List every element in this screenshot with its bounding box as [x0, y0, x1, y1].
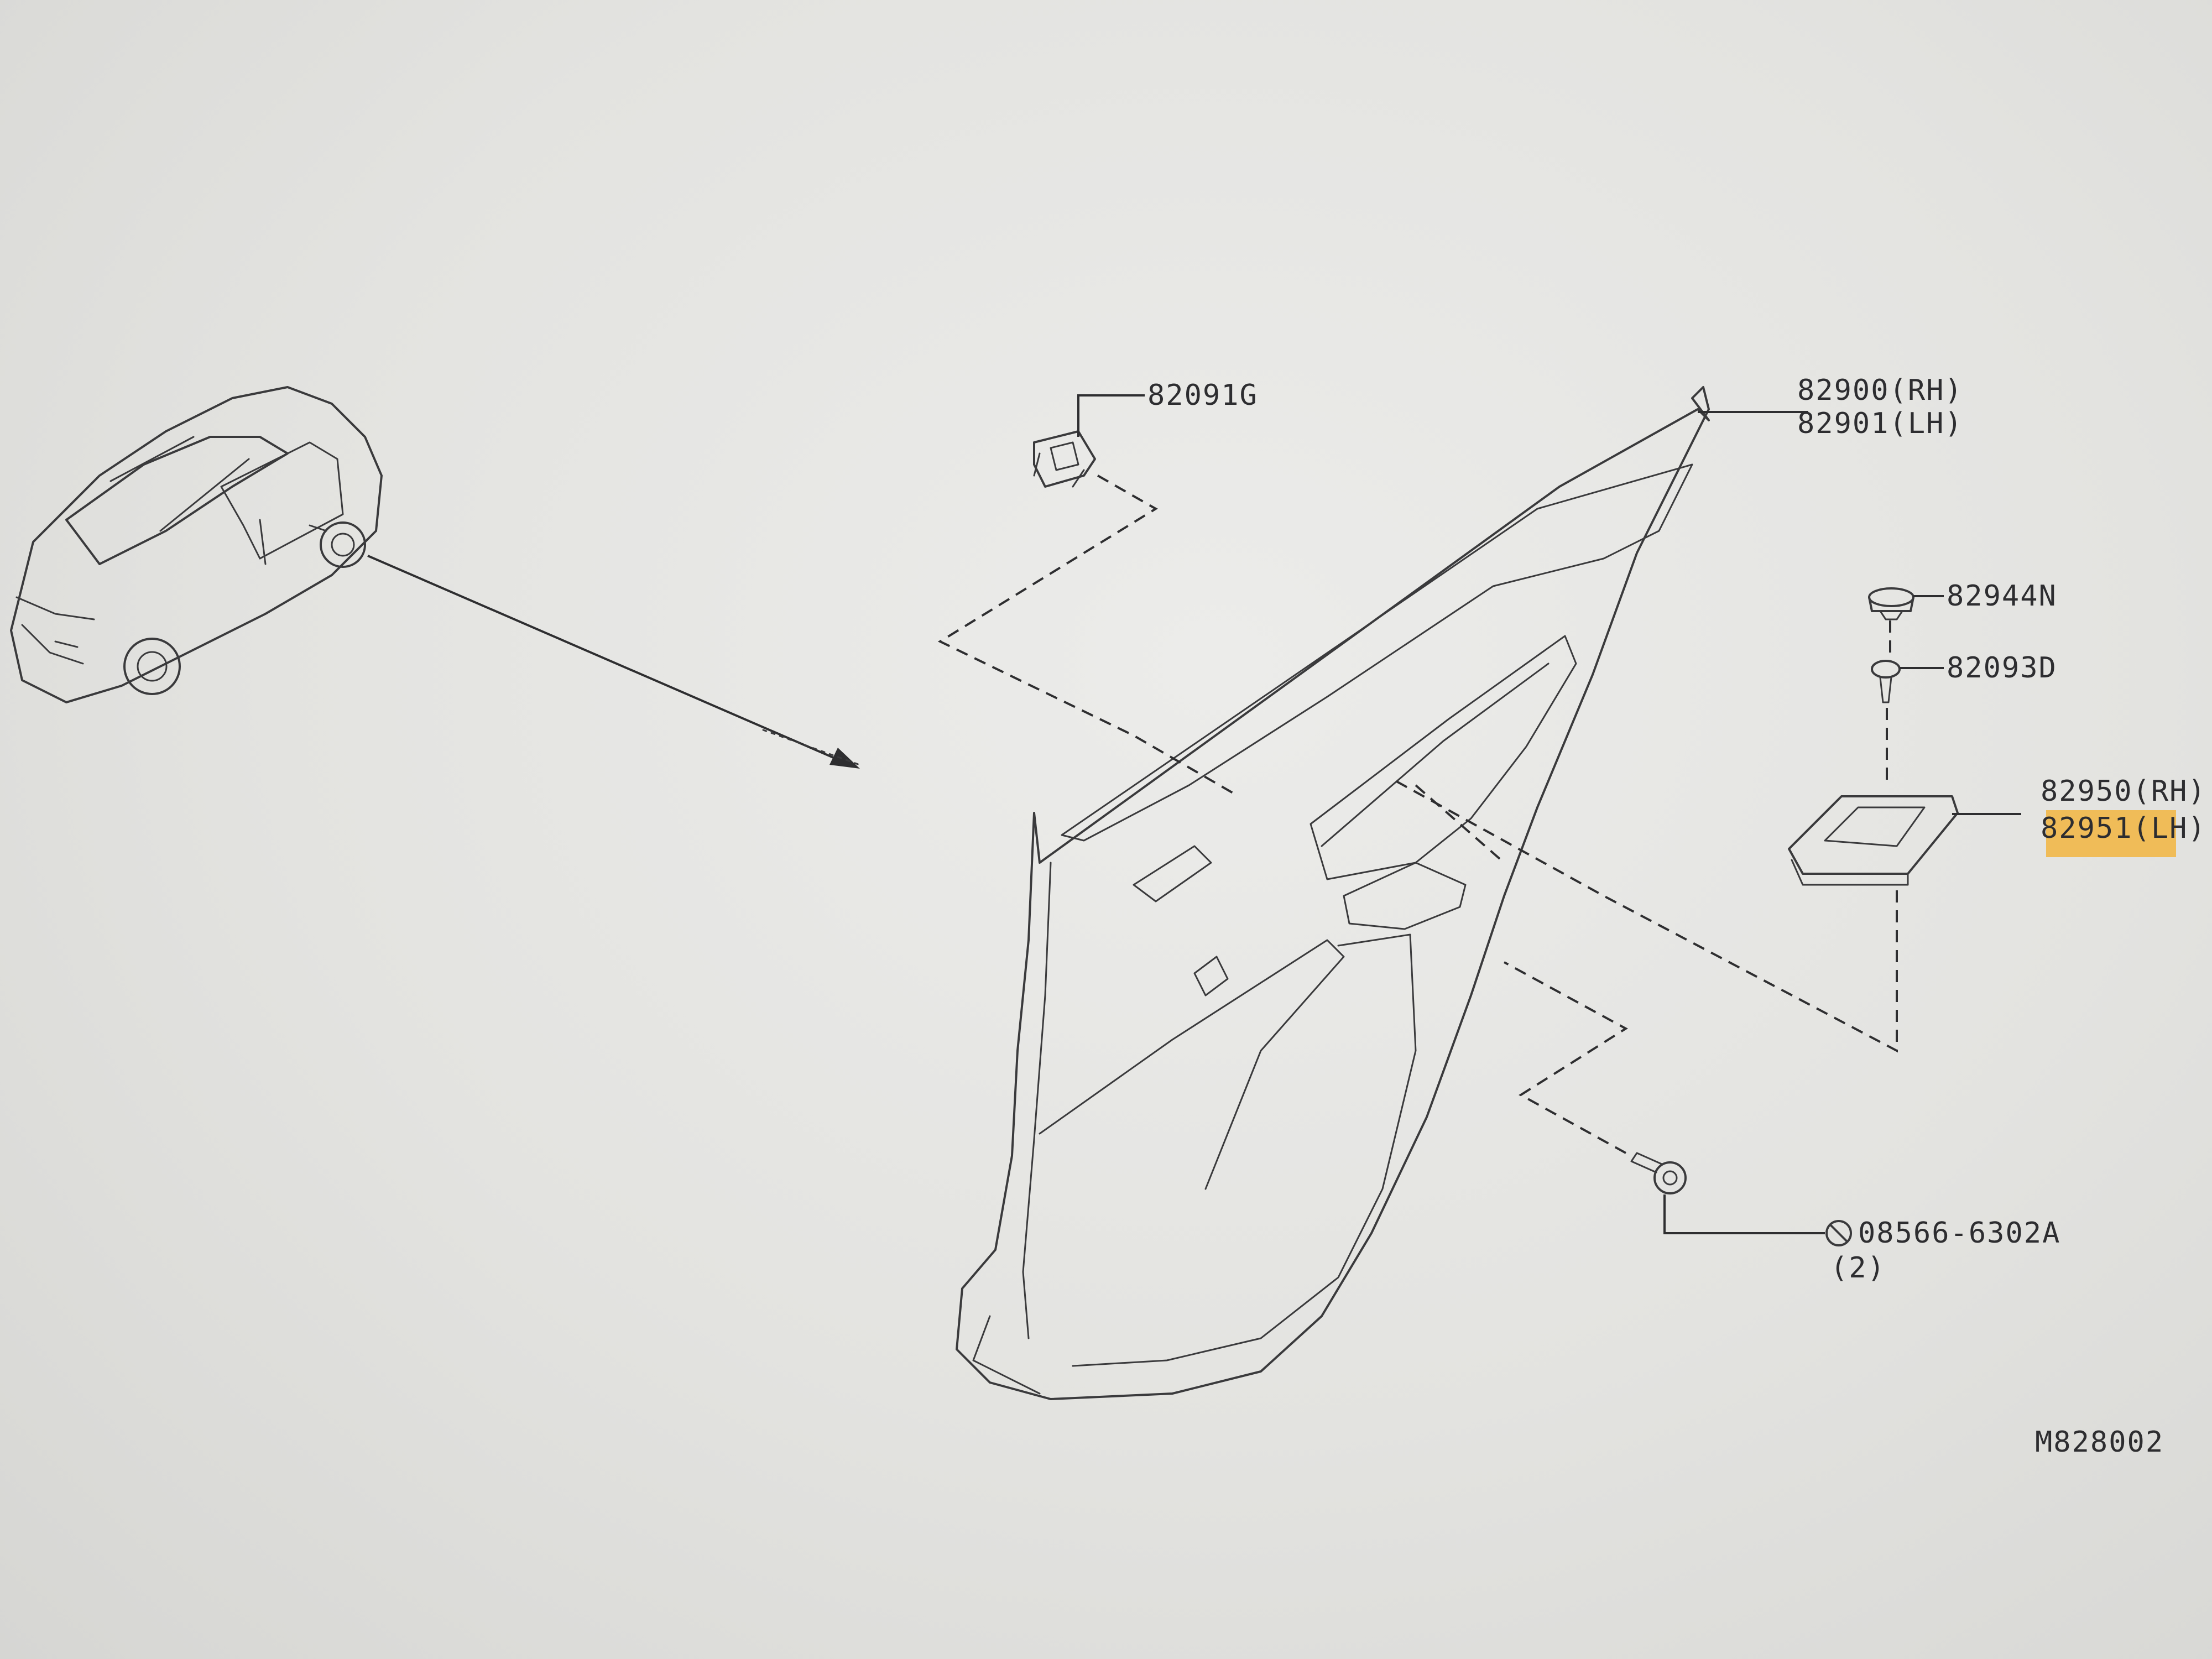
finisher-icon: [1788, 795, 1959, 886]
screw-icon: [1871, 660, 1901, 703]
locator-arrow: [367, 555, 864, 769]
highlight-82951: [2046, 810, 2176, 857]
label-82944n: 82944N: [1947, 580, 2057, 613]
label-82950-rh: 82950(RH): [2041, 775, 2206, 808]
leader-82091g: [1077, 394, 1145, 437]
label-82091g: 82091G: [1147, 379, 1258, 412]
label-bolt-qty: (2): [1830, 1251, 1886, 1285]
grommet-icon: [1868, 587, 1914, 620]
drawing-id: M828002: [2035, 1426, 2164, 1459]
label-82093d: 82093D: [1947, 651, 2057, 685]
label-82951-lh: 82951(LH): [2041, 812, 2206, 845]
leader-08566: [1663, 1194, 1825, 1234]
bolt-icon: [1630, 1152, 1687, 1194]
label-82900-rh: 82900(RH): [1797, 374, 1963, 407]
dashed-82950: [1393, 779, 1898, 1053]
label-bolt-code: 08566-6302A: [1858, 1217, 2060, 1250]
car-icon: [10, 386, 383, 703]
dashed-08566: [1504, 961, 1628, 1154]
door-panel-icon: [956, 386, 1710, 1400]
dashed-82091g: [937, 474, 1240, 797]
clip-icon: [1033, 430, 1096, 488]
circle-slash-icon: [1825, 1220, 1852, 1246]
label-82901-lh: 82901(LH): [1797, 407, 1963, 440]
